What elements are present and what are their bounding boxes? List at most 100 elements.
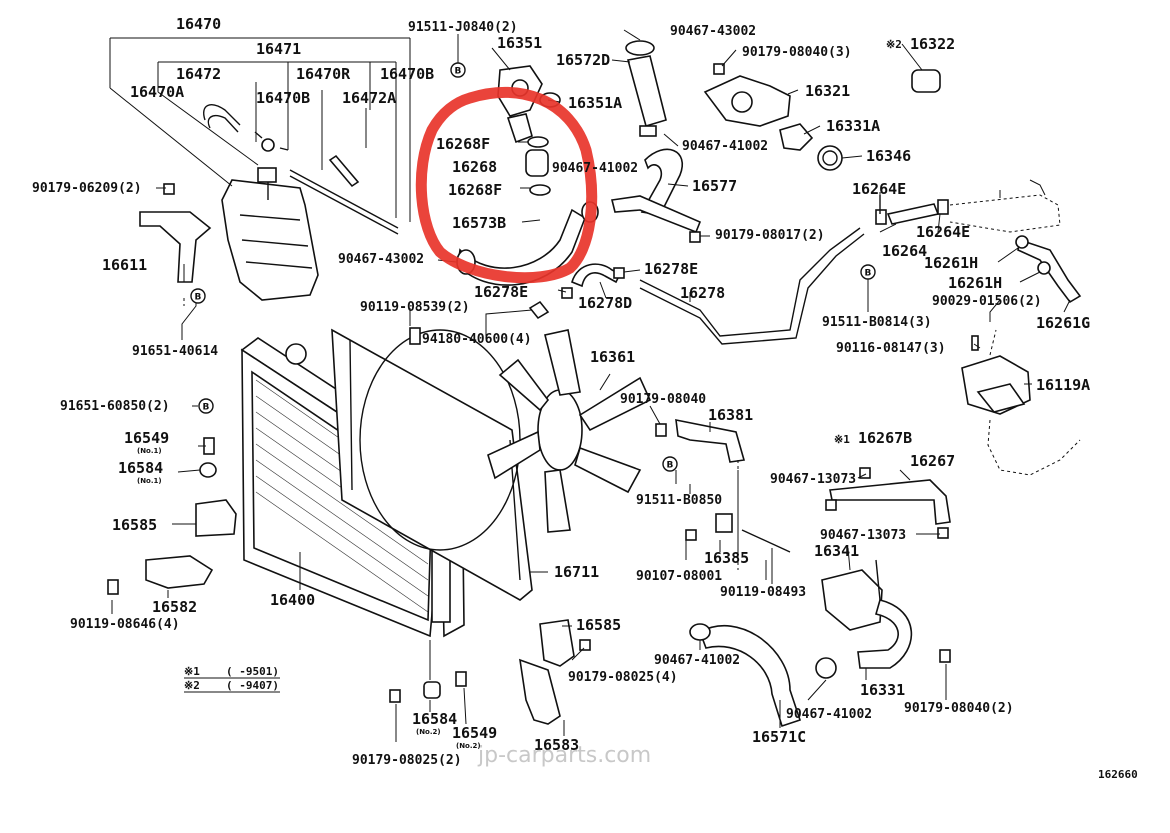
label-91511-J0840: 91511-J0840(2) [408, 20, 518, 35]
label-16470B-top: 16470B [380, 65, 434, 83]
reservoir-tank [221, 167, 319, 301]
label-90119-08493: 90119-08493 [720, 585, 806, 600]
label-90179-08040-2: 90179-08040(2) [904, 701, 1014, 716]
label-16278E-1: 16278E [644, 260, 698, 278]
label-16549-1: 16549 [124, 429, 169, 447]
label-16470R: 16470R [296, 65, 351, 83]
note-range-1: ( -9501) [226, 665, 279, 678]
label-16585-2: 16585 [576, 616, 621, 634]
bracket-16611 [139, 211, 212, 283]
label-90029-01506: 90029-01506(2) [932, 294, 1042, 309]
note-mark-1: ※1 [184, 665, 200, 678]
label-16119A: 16119A [1036, 376, 1090, 394]
label-91651-40614: 91651-40614 [132, 344, 218, 359]
label-16267B: 16267B [858, 429, 912, 447]
label-16322: 16322 [910, 35, 955, 53]
note-range-2: ( -9407) [226, 679, 279, 692]
bolt-marker: B [860, 264, 876, 280]
sub-no1-b: (No.1) [137, 477, 162, 485]
water-outlet [497, 65, 561, 196]
label-16571C: 16571C [752, 728, 806, 746]
bolt-markers: B B B B B [190, 62, 876, 472]
label-90467-41002-d: 90467-41002 [786, 707, 872, 722]
cooling-fan [487, 329, 652, 533]
label-90179-08025-2: 90179-08025(2) [352, 753, 462, 768]
label-16278: 16278 [680, 284, 725, 302]
label-90179-06209: 90179-06209(2) [32, 181, 142, 196]
label-90179-08040-s: 90179-08040 [620, 392, 706, 407]
label-16400: 16400 [270, 591, 315, 609]
label-16470B: 16470B [256, 89, 310, 107]
label-16583: 16583 [534, 736, 579, 754]
label-16361: 16361 [590, 348, 635, 366]
highlight-circle [415, 86, 598, 284]
label-90467-41002-b: 90467-41002 [552, 161, 638, 176]
label-90107-08001: 90107-08001 [636, 569, 722, 584]
label-90119-08539: 90119-08539(2) [360, 300, 470, 315]
part-labels: 16470 16471 16472 16470R 16470B 16470A 1… [32, 15, 1090, 768]
label-16470: 16470 [176, 15, 221, 33]
svg-text:B: B [865, 269, 872, 279]
label-16341: 16341 [814, 542, 859, 560]
label-16261H-1: 16261H [924, 254, 978, 272]
mark-16267B: ※1 [834, 433, 850, 446]
notes-legend: ※1 ( -9501) ※2 ( -9407) [184, 665, 280, 693]
mark-16322: ※2 [886, 38, 902, 51]
label-16472: 16472 [176, 65, 221, 83]
label-16711: 16711 [554, 563, 599, 581]
bolt-marker: B [662, 456, 678, 472]
label-16351A: 16351A [568, 94, 622, 112]
sub-no2-b: (No.2) [456, 742, 481, 750]
label-16331A: 16331A [826, 117, 880, 135]
label-16261H-2: 16261H [948, 274, 1002, 292]
label-16346: 16346 [866, 147, 911, 165]
svg-text:B: B [455, 67, 462, 77]
small-brackets [145, 499, 575, 725]
label-91511-B0814: 91511-B0814(3) [822, 315, 932, 330]
label-16321: 16321 [805, 82, 850, 100]
pump-housing [961, 329, 1081, 476]
label-16577: 16577 [692, 177, 737, 195]
watermark: jp-carparts.com [477, 743, 651, 768]
note-mark-2: ※2 [184, 679, 200, 692]
label-91651-60850: 91651-60850(2) [60, 399, 170, 414]
bolt-marker: B [198, 398, 214, 414]
label-16268F-1: 16268F [436, 135, 490, 153]
label-90179-08025-4: 90179-08025(4) [568, 670, 678, 685]
figure-reference: 162660 [1098, 768, 1138, 781]
label-16261G: 16261G [1036, 314, 1090, 332]
lower-hoses [689, 479, 951, 728]
label-16264E-2: 16264E [916, 223, 970, 241]
label-16267: 16267 [910, 452, 955, 470]
label-16264: 16264 [882, 242, 927, 260]
label-16264E-1: 16264E [852, 180, 906, 198]
label-16585-1: 16585 [112, 516, 157, 534]
fasteners [107, 63, 1051, 703]
label-90467-43002-top: 90467-43002 [670, 24, 756, 39]
sub-no2-a: (No.2) [416, 728, 441, 736]
label-16584-1: 16584 [118, 459, 163, 477]
label-90179-08040-3: 90179-08040(3) [742, 45, 852, 60]
label-16572D: 16572D [556, 51, 610, 69]
label-90119-08646: 90119-08646(4) [70, 617, 180, 632]
label-16381: 16381 [708, 406, 753, 424]
label-16471: 16471 [256, 40, 301, 58]
label-16549-2: 16549 [452, 724, 497, 742]
svg-text:B: B [667, 461, 674, 471]
svg-text:B: B [203, 403, 210, 413]
label-16268: 16268 [452, 158, 497, 176]
bolt-marker: B [450, 62, 466, 78]
svg-text:B: B [195, 293, 202, 303]
label-16611: 16611 [102, 256, 147, 274]
label-16573B: 16573B [452, 214, 506, 232]
label-94180-40600: 94180-40600(4) [422, 332, 532, 347]
label-90179-08017: 90179-08017(2) [715, 228, 825, 243]
label-90467-41002-a: 90467-41002 [682, 139, 768, 154]
fan-brackets [675, 418, 791, 570]
label-16268F-2: 16268F [448, 181, 502, 199]
label-16584-2: 16584 [412, 710, 457, 728]
label-90467-41002-c: 90467-41002 [654, 653, 740, 668]
sub-no1-a: (No.1) [137, 447, 162, 455]
label-16472A: 16472A [342, 89, 396, 107]
